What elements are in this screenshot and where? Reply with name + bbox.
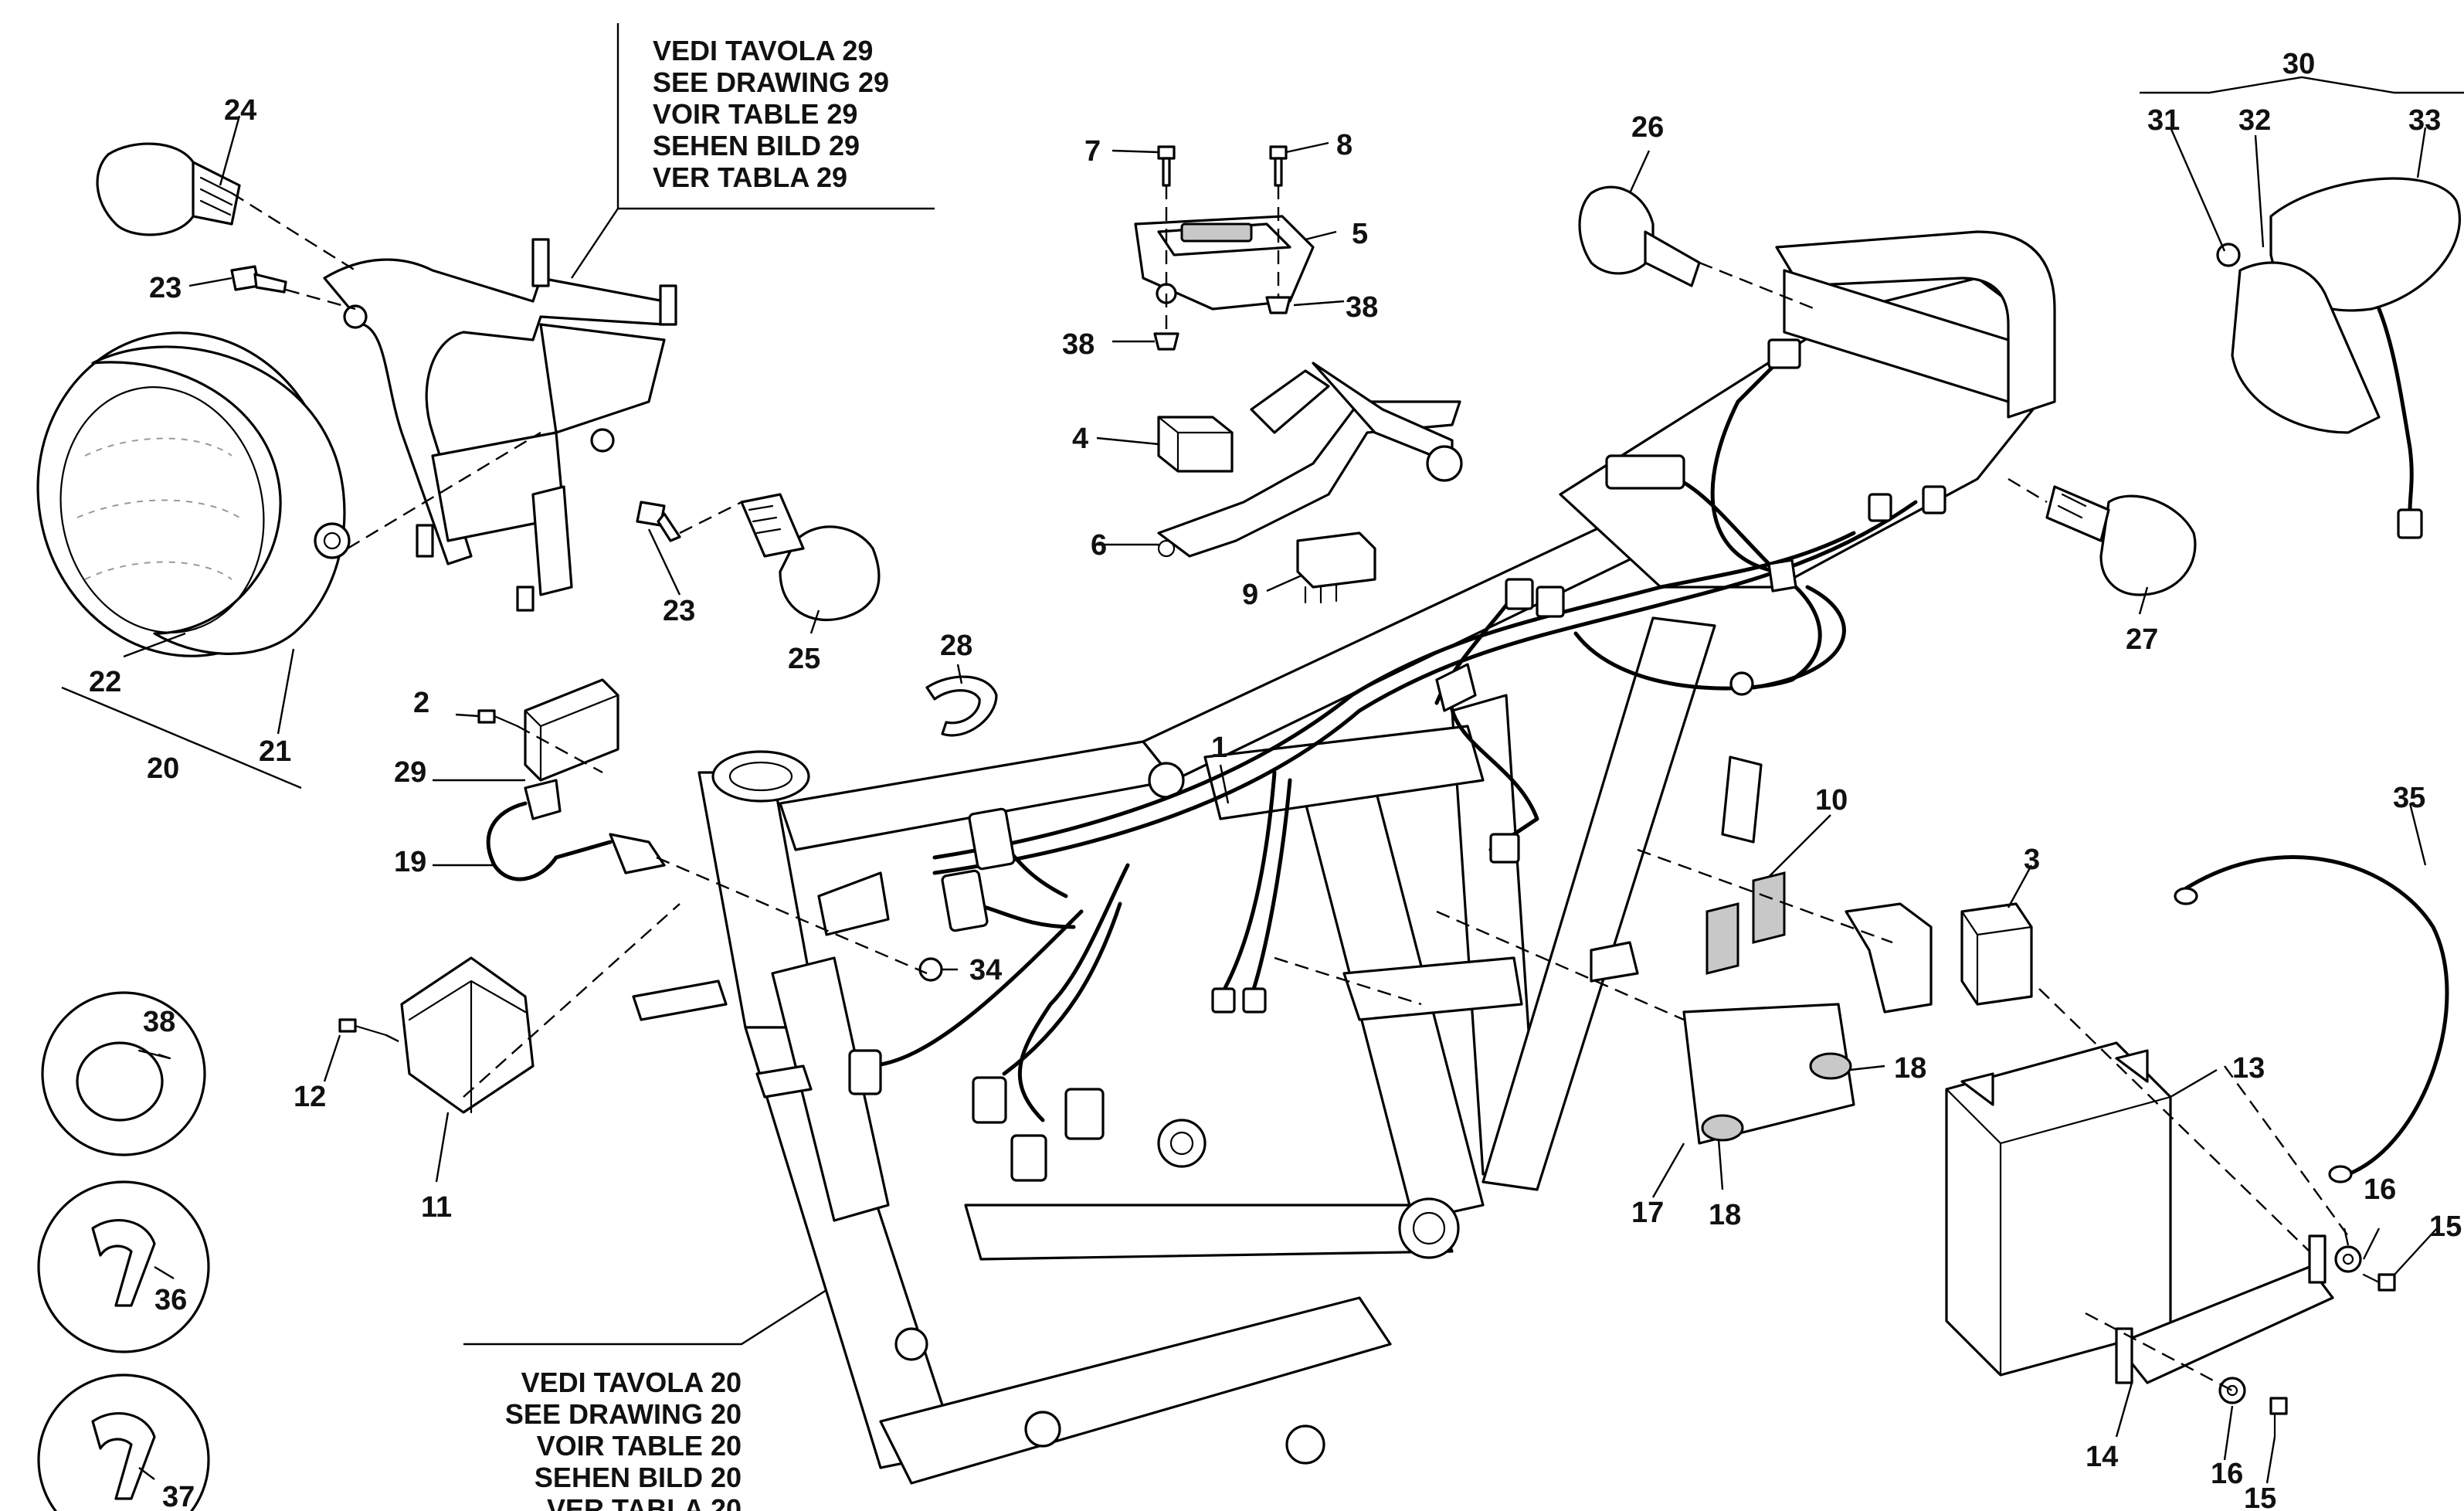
callout-26: 26 <box>1631 111 1664 144</box>
inset-clip-38 <box>41 991 206 1156</box>
callout-33: 33 <box>2408 104 2441 137</box>
callout-8: 8 <box>1336 129 1352 161</box>
relay-9 <box>1296 531 1376 604</box>
ref-top-line-1: VEDI TAVOLA 29 <box>653 35 873 66</box>
callout-4: 4 <box>1072 423 1088 455</box>
ref-top-line-5: VER TABLA 29 <box>653 161 847 193</box>
headlight-bracket <box>323 238 677 612</box>
ref-top-line-2: SEE DRAWING 29 <box>653 66 889 98</box>
screw-2 <box>477 709 519 728</box>
grommet-34 <box>918 957 943 982</box>
ref-bottom-line-5: VER TABLA 20 <box>547 1493 742 1511</box>
callout-35: 35 <box>2393 782 2425 814</box>
bolt-23-upper <box>230 265 287 294</box>
ref-bottom-line-2: SEE DRAWING 20 <box>505 1398 742 1430</box>
battery-13 <box>1945 1041 2172 1377</box>
callout-28: 28 <box>940 630 972 662</box>
battery-strap-14 <box>2115 1234 2334 1384</box>
assembly-lines <box>231 185 2349 1392</box>
callout-15b: 15 <box>2244 1482 2276 1511</box>
main-wiring-harness <box>848 338 1946 1182</box>
battery-pads-10 <box>1705 871 1786 975</box>
callout-10: 10 <box>1815 784 1848 817</box>
ignition-module-29 <box>524 678 619 782</box>
callout-20: 20 <box>147 752 179 785</box>
callout-1: 1 <box>1211 732 1227 764</box>
callout-23b: 23 <box>663 595 695 627</box>
battery-tray-17 <box>1682 902 1933 1145</box>
callout-18b: 18 <box>1709 1199 1741 1231</box>
callout-numbers: 1 2 3 4 5 6 7 8 9 10 11 12 13 14 15 15 1… <box>89 48 2462 1511</box>
clip-28 <box>925 675 998 737</box>
callout-5: 5 <box>1352 218 1368 250</box>
rear-turn-signal-right <box>2045 485 2197 596</box>
washer-16-lower <box>2218 1377 2246 1404</box>
callout-2: 2 <box>413 687 429 719</box>
ref-bottom-line-3: VOIR TABLE 20 <box>537 1430 742 1462</box>
inset-clamp-36 <box>37 1180 210 1353</box>
tail-light-assembly <box>2216 177 2461 539</box>
callout-25: 25 <box>788 643 820 675</box>
bolt-23-lower <box>636 501 681 542</box>
callout-31: 31 <box>2147 104 2180 137</box>
coil-11 <box>400 956 535 1114</box>
callout-38c: 38 <box>1346 291 1378 324</box>
callout-37: 37 <box>162 1481 195 1511</box>
callout-16a: 16 <box>2364 1173 2396 1206</box>
relay-bracket-6 <box>1157 362 1463 558</box>
washer-16-upper <box>2334 1245 2362 1273</box>
callout-15a: 15 <box>2429 1210 2462 1243</box>
ref-bottom-line-4: SEHEN BILD 20 <box>535 1462 742 1493</box>
callout-19: 19 <box>394 846 426 878</box>
ref-bottom-line-1: VEDI TAVOLA 20 <box>521 1367 742 1398</box>
motorcycle-frame <box>632 230 2056 1485</box>
callout-7: 7 <box>1084 135 1101 168</box>
front-turn-signal-right <box>740 493 881 622</box>
callout-9: 9 <box>1242 579 1258 611</box>
callout-23a: 23 <box>149 272 182 304</box>
callout-27: 27 <box>2126 623 2158 656</box>
grommet-38-right <box>1265 296 1291 314</box>
headlight-assembly <box>36 331 351 657</box>
grommet-38-left <box>1153 332 1179 351</box>
reference-note-top: VEDI TAVOLA 29 SEE DRAWING 29 VOIR TABLE… <box>653 35 889 193</box>
callout-38b: 38 <box>1062 328 1095 361</box>
ref-top-line-4: SEHEN BILD 29 <box>653 130 860 161</box>
front-turn-signal-left <box>96 142 241 236</box>
callout-32: 32 <box>2238 104 2271 137</box>
callout-11: 11 <box>421 1191 452 1224</box>
fuse-holder-3 <box>1960 902 2033 1006</box>
bolt-15-lower <box>2269 1397 2288 1438</box>
callout-29: 29 <box>394 756 426 789</box>
relay-4 <box>1157 416 1234 473</box>
leader-lines <box>61 23 2464 1484</box>
battery-cable-35 <box>2174 854 2449 1183</box>
callout-36: 36 <box>154 1284 187 1316</box>
callout-24: 24 <box>224 94 256 127</box>
callout-6: 6 <box>1091 529 1107 562</box>
callout-34: 34 <box>969 954 1002 986</box>
bolt-15-upper <box>2362 1273 2396 1292</box>
ecu-module <box>1134 215 1315 311</box>
callout-14: 14 <box>2086 1441 2118 1473</box>
callout-3: 3 <box>2024 844 2040 876</box>
callout-30: 30 <box>2282 48 2315 80</box>
callout-22: 22 <box>89 666 121 698</box>
callout-12: 12 <box>294 1081 326 1113</box>
callout-38a: 38 <box>143 1006 175 1038</box>
ref-top-line-3: VOIR TABLE 29 <box>653 98 857 130</box>
bolt-8 <box>1269 145 1288 187</box>
reference-note-bottom: VEDI TAVOLA 20 SEE DRAWING 20 VOIR TABLE… <box>505 1367 742 1511</box>
callout-17: 17 <box>1631 1197 1664 1229</box>
callout-16b: 16 <box>2211 1458 2243 1490</box>
screw-12 <box>338 1018 388 1037</box>
callout-13: 13 <box>2232 1052 2265 1085</box>
bolt-7 <box>1157 145 1176 187</box>
inset-clamp-37 <box>37 1373 210 1511</box>
callout-18a: 18 <box>1894 1052 1926 1085</box>
ht-lead-19 <box>486 779 666 881</box>
rear-turn-signal-left <box>1578 185 1701 287</box>
callout-21: 21 <box>259 735 291 768</box>
